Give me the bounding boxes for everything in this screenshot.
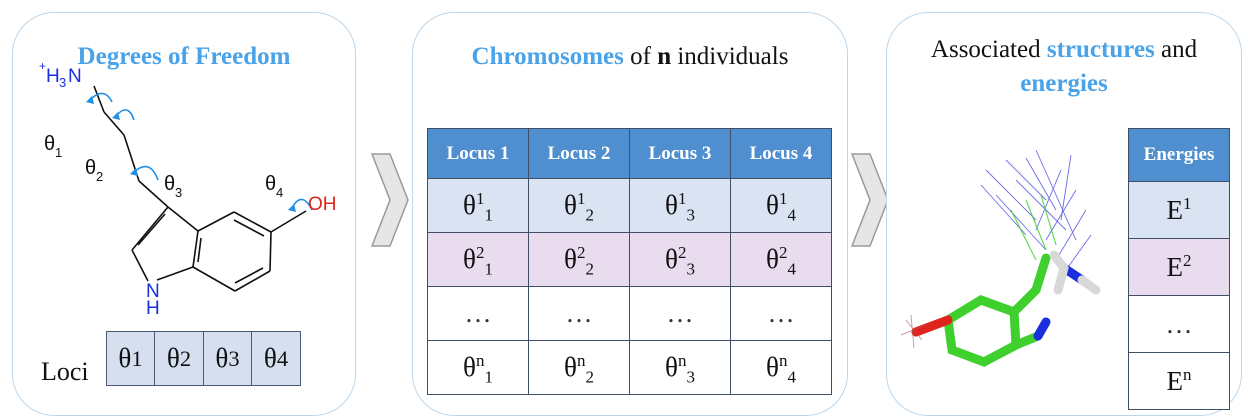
svg-text:H: H: [46, 66, 60, 87]
table-row: En: [1128, 352, 1230, 410]
table-row: θn1 θn2 θn3 θn4: [427, 340, 832, 395]
ellipsis-cell: …: [730, 286, 832, 341]
gene-cell: θn1: [427, 340, 529, 395]
title-highlight-energies: energies: [1020, 70, 1108, 97]
energies-table: Energies E1 E2 … En: [1128, 128, 1230, 410]
title-bold: n: [657, 43, 672, 70]
energy-cell: En: [1128, 352, 1230, 410]
gene-cell: θ21: [427, 232, 529, 287]
locus-header: Locus 2: [528, 128, 630, 179]
locus-header: Locus 1: [427, 128, 529, 179]
svg-text:4: 4: [276, 185, 283, 200]
energy-cell: E2: [1128, 238, 1230, 296]
oxygen-stick: [911, 315, 953, 337]
conformer-carbon-lines: [1010, 194, 1057, 261]
molecule-3d-icon: [900, 149, 1101, 367]
title-highlight-structures: structures: [1046, 36, 1155, 63]
panel-title-line1: Associated structures and: [887, 35, 1241, 65]
table-row: …: [1128, 295, 1230, 353]
title-end: individuals: [671, 43, 789, 70]
gene-cell: θ13: [629, 178, 731, 233]
rotation-arrowheads: [85, 95, 296, 212]
table-row: θ21 θ22 θ23 θ24: [427, 232, 832, 287]
gene-cell: θ24: [730, 232, 832, 287]
svg-text:3: 3: [59, 75, 66, 90]
carbon-sticks: [943, 253, 1051, 367]
gene-cell: θ12: [528, 178, 630, 233]
amine-label: + H 3 N: [39, 59, 82, 90]
ellipsis-cell: …: [1128, 295, 1230, 353]
table-row: E2: [1128, 238, 1230, 296]
hydroxyl-label: OH: [308, 194, 337, 215]
degrees-of-freedom-panel: Degrees of Freedom: [12, 12, 356, 416]
gene-cell: θ23: [629, 232, 731, 287]
locus-header: Locus 3: [629, 128, 731, 179]
title-pre: Associated: [930, 36, 1047, 63]
loci-label: Loci: [41, 357, 89, 386]
svg-text:θ: θ: [85, 157, 96, 179]
table-row: E1: [1128, 181, 1230, 239]
panel-title: Chromosomes of n individuals: [413, 42, 847, 72]
gene-cell: θn3: [629, 340, 731, 395]
torsion-labels: θ 1 θ 2 θ 3 θ 4: [44, 133, 283, 200]
gene-cell: θn2: [528, 340, 630, 395]
chevron-right-icon: [370, 153, 409, 247]
svg-text:θ: θ: [265, 173, 276, 195]
ellipsis-cell: …: [629, 286, 731, 341]
gene-cell: θn4: [730, 340, 832, 395]
table-row: θ11 θ12 θ13 θ14: [427, 178, 832, 233]
hydrogen-sticks: [1049, 250, 1101, 295]
ring-nitrogen-label: N: [146, 281, 160, 302]
svg-text:θ: θ: [44, 133, 55, 155]
svg-text:1: 1: [55, 145, 62, 160]
chevron-right-icon: [850, 153, 889, 247]
table-row: … … … …: [427, 286, 832, 341]
title-mid: and: [1154, 36, 1198, 63]
svg-text:θ: θ: [164, 173, 175, 195]
svg-text:N: N: [68, 66, 82, 87]
title-highlight: Chromosomes: [471, 43, 624, 70]
gene-cell: θ22: [528, 232, 630, 287]
svg-text:3: 3: [175, 185, 182, 200]
energy-cell: E1: [1128, 181, 1230, 239]
locus-header: Locus 4: [730, 128, 832, 179]
tryptamine-structure: + H 3 N OH N H θ 1 θ 2 θ 3 θ 4: [39, 59, 337, 319]
ring-hydrogen-label: H: [146, 298, 160, 319]
svg-text:2: 2: [96, 169, 103, 184]
chromosome-table: Locus 1 Locus 2 Locus 3 Locus 4 θ11 θ12 …: [427, 128, 832, 395]
hydroxyl-wireframes: [900, 314, 927, 349]
title-mid: of: [623, 43, 658, 70]
panel-title: Degrees of Freedom: [77, 43, 291, 70]
gene-cell: θ14: [730, 178, 832, 233]
molecule-bonds: [92, 85, 306, 292]
conformer-wireframes: [980, 149, 1092, 271]
energies-header: Energies: [1128, 128, 1230, 182]
ellipsis-cell: …: [528, 286, 630, 341]
ellipsis-cell: …: [427, 286, 529, 341]
svg-text:+: +: [39, 59, 46, 73]
gene-cell: θ11: [427, 178, 529, 233]
